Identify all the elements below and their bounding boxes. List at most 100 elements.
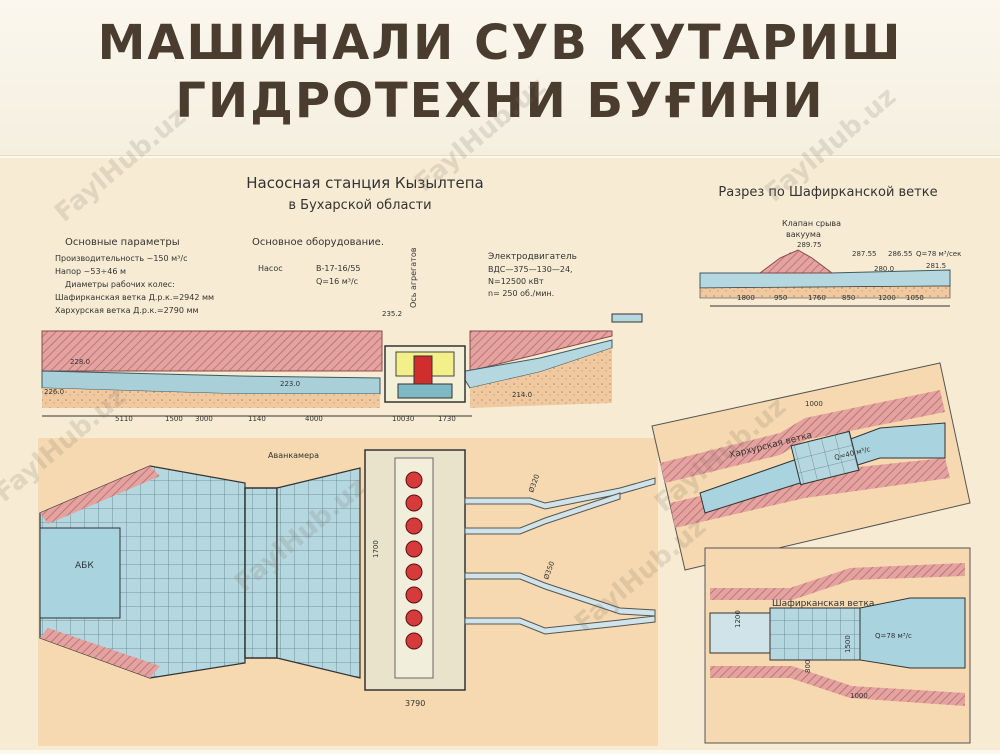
kharkhur-bank-top [660,390,945,483]
section-title: Разрез по Шафирканской ветке [718,185,937,200]
elev-226-0: 226.0 [44,388,64,396]
profile-dim-5: 10030 [392,415,414,423]
equipment-title: Основное оборудование. [252,237,384,248]
pump-unit-6 [405,586,423,604]
motor-title: Электродвигатель [488,252,577,262]
pump-unit-8 [405,632,423,650]
vacuum-label: вакуума [786,230,821,239]
section-dim-3: 850 [842,294,855,302]
forebay-entrance [39,527,121,619]
shafirkan-outlet [769,607,861,661]
equipment-pump-model: В-17-16/55 [316,264,361,273]
param-shafirkan: Шафирканская ветка Д.р.к.=2942 мм [55,293,214,302]
profile-soil-left [42,388,380,408]
pump-unit [413,355,433,387]
pipeline-shafirkan-2 [464,615,656,635]
motor-model: ВДС—375—130—24, [488,265,573,274]
pump-unit-3 [405,517,423,535]
motor-rpm: n= 250 об./мин. [488,289,554,298]
section-dim-0: 1800 [737,294,755,302]
equipment-pump-label: Насос [258,264,283,273]
elev-280-0: 280.0 [874,265,894,273]
trash-rack [244,487,278,659]
section-dam [758,249,834,274]
elev-235-2: 235.2 [382,310,402,318]
section-dim-4: 1200 [878,294,896,302]
param-wheels-title: Диаметры рабочих колес: [65,280,175,289]
abk-label: АБК [75,561,94,571]
title-line-2: ГИДРОТЕХНИ БУҒИНИ [175,73,825,129]
pressure-pipelines [464,477,656,635]
plan-dim-1000b: 1000 [850,692,868,700]
plan-dim-1200: 1200 [734,610,742,628]
drawing-heading: Насосная станция Кызылтепа [246,174,484,192]
kharkhur-bank-bottom [670,458,950,528]
pump-sump [397,383,453,399]
drawing-canvas: Насосная станция Кызылтепа в Бухарской о… [38,174,971,746]
forebay-bank-bottom [40,628,160,678]
param-productivity: Производительность ~150 м³/с [55,254,187,263]
profile-embankment-left [41,330,383,372]
param-kharkhur: Хархурская ветка Д.р.к.=2790 мм [55,306,199,315]
motor-power: N=12500 кВт [488,277,544,286]
longitudinal-profile: 235.2 228.0 226.0 223.0 214.0 5110 1500 … [41,310,643,423]
pump-unit-2 [405,494,423,512]
shafirkan-q: Q=78 м³/с [875,632,912,640]
elev-289-75: 289.75 [797,241,822,249]
plan-dim-800: 800 [804,660,812,673]
pump-unit-4 [405,540,423,558]
avankamera [276,467,361,679]
elev-214-0: 214.0 [512,391,532,399]
kharkhur-outlet [790,430,860,486]
pump-unit-5 [405,563,423,581]
pipeline-kharkhur-1 [464,477,656,510]
section-dim-5: 1050 [906,294,924,302]
pump-unit-7 [405,609,423,627]
title-band: МАШИНАЛИ СУВ КУТАРИШ ГИДРОТЕХНИ БУҒИНИ [0,0,1000,156]
plan-dim-1000a: 1000 [805,400,823,408]
avankamera-label: Аванкамера [268,451,319,460]
section-shafirkan: Клапан срыва вакуума 289.75 287.55 286.5… [699,219,961,307]
profile-dim-6: 1730 [438,415,456,423]
elev-287-55: 287.55 [852,250,877,258]
plan-dim-1700: 1700 [372,540,380,558]
profile-dim-1: 1500 [165,415,183,423]
profile-dim-3: 1140 [248,415,266,423]
forebay-bank-top [40,466,160,524]
title-line-1: МАШИНАЛИ СУВ КУТАРИШ [97,15,903,71]
section-soil [699,285,951,299]
shafirkan-label: Шафирканская ветка [772,599,874,609]
axis-label: Ось агрегатов [409,247,418,308]
slide-title: МАШИНАЛИ СУВ КУТАРИШ ГИДРОТЕХНИ БУҒИНИ [0,14,1000,130]
plan-view: АБК Аванкамера 1700 3790 [38,438,658,746]
param-head: Напор ~53÷46 м [55,267,126,276]
equipment-pump-q: Q=16 м³/с [316,277,358,286]
drawing-subheading: в Бухарской области [288,198,431,213]
shafirkan-branch-plan: Шафирканская ветка Q=78 м³/с 1200 1500 8… [704,547,971,744]
profile-soil-right [470,348,612,408]
valve-label: Клапан срыва [782,219,841,228]
elev-281-5: 281.5 [926,262,946,270]
elev-223-0: 223.0 [280,380,300,388]
elev-286-55: 286.55 [888,250,913,258]
shafirkan-channel [859,597,966,669]
plan-dim-1500: 1500 [844,635,852,653]
profile-outlet-channel [611,313,643,323]
shafirkan-bank-bottom [710,666,965,706]
section-dim-2: 1760 [808,294,826,302]
profile-embankment-right [469,330,613,372]
kharkhur-branch-plan: Хархурская ветка Q=40 м³/с 1000 [651,362,971,571]
shafirkan-bank-top [710,563,965,600]
pipeline-kharkhur-2 [464,492,621,535]
engineering-drawing: Насосная станция Кызылтепа в Бухарской о… [0,158,1000,750]
profile-dim-0: 5110 [115,415,133,423]
section-q: Q=78 м³/сек [916,250,961,258]
elev-228-0: 228.0 [70,358,90,366]
profile-dim-2: 3000 [195,415,213,423]
plan-dim-3790: 3790 [405,699,425,708]
section-dim-1: 950 [774,294,787,302]
pump-unit-1 [405,471,423,489]
params-title: Основные параметры [65,237,180,248]
profile-dim-4: 4000 [305,415,323,423]
